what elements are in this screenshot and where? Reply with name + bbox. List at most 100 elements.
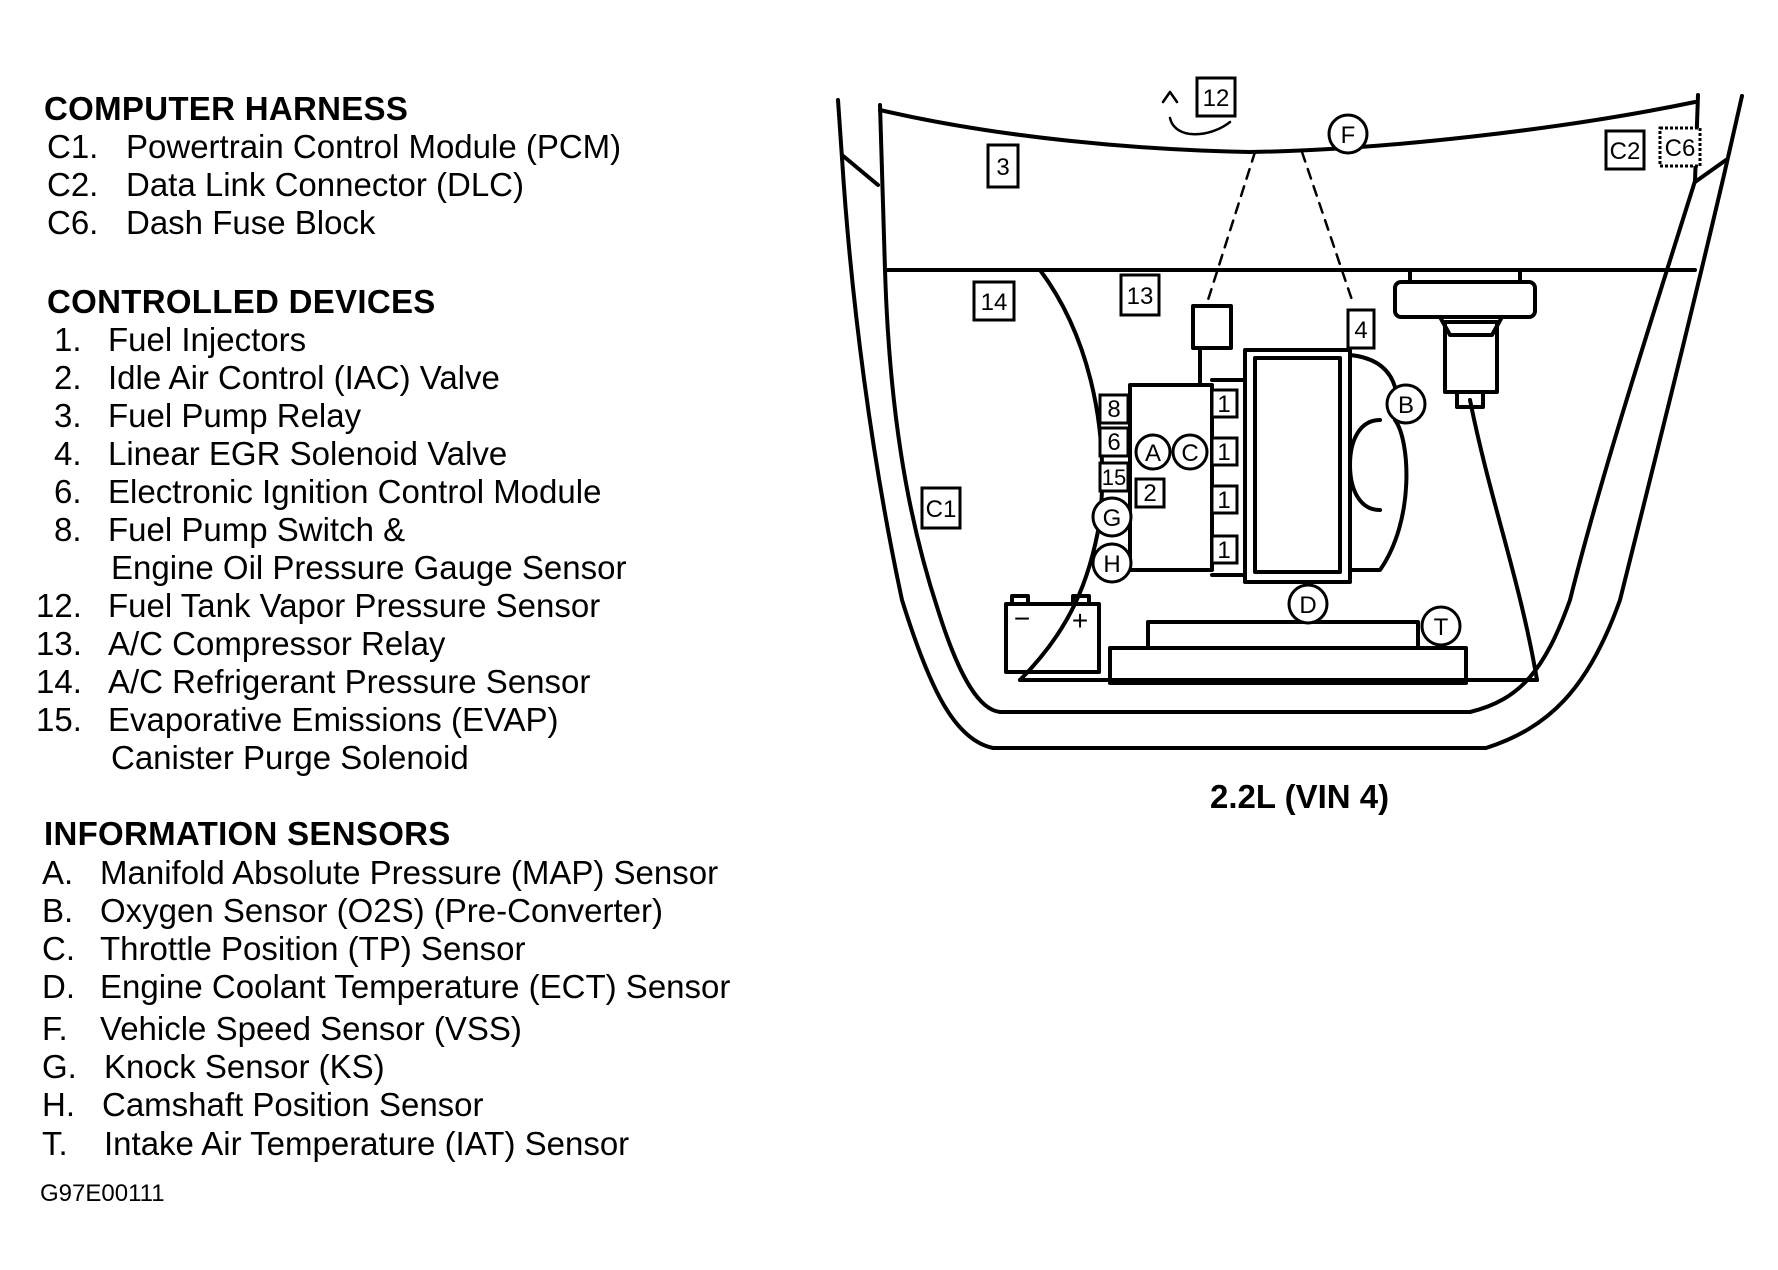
box-13: [1119, 273, 1161, 317]
item-code: H.: [42, 1086, 75, 1123]
battery-polarity: − +: [1014, 603, 1088, 636]
outer-body-outline: [836, 94, 1744, 750]
injector-box-1: [1210, 388, 1239, 419]
item-label: A/C Compressor Relay: [108, 625, 446, 662]
box-label-2: 2: [1143, 480, 1156, 507]
circle-f: [1327, 113, 1369, 155]
radiator: [1108, 646, 1468, 685]
box-6: [1098, 426, 1130, 458]
item-label: Fuel Pump Switch &: [108, 511, 406, 548]
circle-label-c: C: [1181, 440, 1198, 467]
circle-label-b: B: [1398, 392, 1414, 419]
box-label-12: 12: [1203, 85, 1230, 112]
circle-b: [1385, 383, 1427, 425]
right-fender-kink: [1693, 158, 1728, 184]
item-label: Fuel Pump Relay: [108, 397, 362, 434]
item-label: Fuel Injectors: [108, 321, 307, 358]
vss-dashed-line-right: [1300, 150, 1354, 302]
item-code: C2.: [47, 166, 99, 203]
box-15: [1098, 461, 1130, 493]
item-label: Canister Purge Solenoid: [111, 739, 469, 776]
battery-negative-sign: −: [1014, 603, 1030, 634]
injector-box-3: [1210, 484, 1239, 515]
injector-label-1: 1: [1217, 391, 1230, 418]
circle-label-f: F: [1341, 122, 1356, 149]
injector-label-3: 1: [1217, 487, 1230, 514]
circle-t: [1420, 605, 1462, 647]
intake-manifold: [1128, 383, 1214, 572]
injector-label-4: 1: [1217, 537, 1230, 564]
item-code: F.: [42, 1010, 68, 1047]
circle-h: [1091, 542, 1133, 584]
item-code: T.: [42, 1125, 68, 1162]
item-label: Data Link Connector (DLC): [126, 166, 524, 203]
vapor-sensor-arrowhead: [1161, 90, 1179, 104]
cylinder-head: [1243, 348, 1352, 584]
left-fender-kink: [840, 153, 880, 187]
circle-d: [1287, 583, 1329, 625]
circle-a: [1134, 433, 1172, 471]
air-cleaner-lid: [1408, 268, 1522, 284]
item-label: A/C Refrigerant Pressure Sensor: [108, 663, 591, 700]
inner-fender-outline: [878, 93, 1700, 714]
box-label-13: 13: [1127, 283, 1154, 310]
box-c1: [920, 486, 962, 530]
battery-terminal-positive: [1071, 594, 1091, 606]
item-code: D.: [42, 968, 75, 1005]
box-label-4: 4: [1354, 317, 1367, 344]
engine-left-contour: [1018, 268, 1105, 682]
component-box-labels: 12 3 C2 C6 14 13 4 8 6 15 2 C1 1 1 1 1: [926, 85, 1696, 564]
item-label: Vehicle Speed Sensor (VSS): [100, 1010, 522, 1047]
box-8: [1098, 393, 1130, 425]
sensor-circles: [1091, 113, 1462, 647]
item-label: Fuel Tank Vapor Pressure Sensor: [108, 587, 601, 624]
exhaust-manifold: [1348, 353, 1409, 572]
circle-label-t: T: [1434, 614, 1449, 641]
box-label-c2: C2: [1610, 138, 1641, 165]
radiator-top-tank: [1146, 620, 1420, 650]
air-cleaner-neck: [1438, 315, 1504, 337]
item-code: G.: [42, 1048, 77, 1085]
box-label-14: 14: [981, 289, 1008, 316]
box-label-6: 6: [1107, 429, 1120, 456]
box-12: [1195, 76, 1237, 118]
engine-bay-outline: [836, 90, 1744, 750]
item-label: Engine Oil Pressure Gauge Sensor: [111, 549, 627, 586]
egr-block: [1191, 304, 1233, 350]
injector-box-2: [1210, 436, 1239, 467]
item-code: 3.: [54, 397, 82, 434]
box-14: [972, 280, 1016, 322]
box-4: [1346, 308, 1376, 350]
item-code: 6.: [54, 473, 82, 510]
cowl-line: [878, 100, 1697, 154]
item-label: Evaporative Emissions (EVAP): [108, 701, 559, 738]
box-c2: [1604, 129, 1646, 171]
battery-positive-sign: +: [1072, 605, 1088, 636]
component-legend: COMPUTER HARNESS C1.Powertrain Control M…: [0, 0, 780, 1270]
box-label-3: 3: [996, 154, 1009, 181]
cylinder-head-inner: [1253, 356, 1342, 574]
circle-c: [1171, 433, 1209, 471]
item-label: Knock Sensor (KS): [104, 1048, 385, 1085]
circle-g: [1091, 496, 1133, 538]
item-code: B.: [42, 892, 74, 929]
item-label: Idle Air Control (IAC) Valve: [108, 359, 500, 396]
item-code: 2.: [54, 359, 82, 396]
circle-label-g: G: [1103, 505, 1122, 532]
item-code: 14.: [36, 663, 82, 700]
item-code: C1.: [47, 128, 99, 165]
item-code: 4.: [54, 435, 82, 472]
component-boxes: [920, 76, 1702, 565]
item-label: Manifold Absolute Pressure (MAP) Sensor: [100, 854, 719, 891]
item-label: Throttle Position (TP) Sensor: [100, 930, 526, 967]
throttle-body-duct: [1443, 320, 1499, 394]
item-code: A.: [42, 854, 74, 891]
section-title-controlled-devices: CONTROLLED DEVICES: [47, 283, 436, 320]
section-title-computer-harness: COMPUTER HARNESS: [44, 90, 409, 127]
circle-label-a: A: [1145, 440, 1161, 467]
figure-id: G97E00111: [40, 1180, 165, 1207]
box-3: [986, 143, 1020, 189]
exhaust-manifold-inner: [1348, 418, 1382, 512]
battery-terminal-negative: [1010, 594, 1030, 606]
